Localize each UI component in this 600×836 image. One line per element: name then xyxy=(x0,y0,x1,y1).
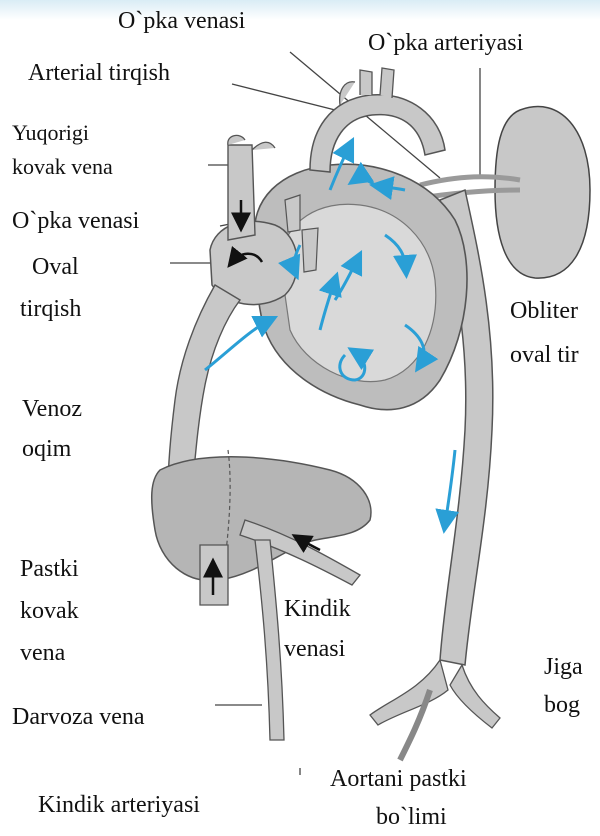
label-opka-venasi-top: O`pka venasi xyxy=(118,4,245,38)
label-bog: bog xyxy=(544,688,600,722)
umbilical-artery xyxy=(255,540,284,740)
superior-vena-cava xyxy=(228,145,255,240)
label-kindik: Kindik xyxy=(284,592,351,626)
label-jiga: Jiga xyxy=(544,650,600,684)
label-kovak-vena-upper: kovak vena xyxy=(12,152,113,182)
label-oval: Oval xyxy=(32,250,79,284)
label-tirqish: tirqish xyxy=(20,292,81,326)
label-oval-tir: oval tir xyxy=(510,338,600,372)
label-obliter: Obliter xyxy=(510,294,600,328)
label-venoz: Venoz xyxy=(22,392,82,426)
label-aortani-pastki: Aortani pastki xyxy=(330,762,467,796)
label-oqim: oqim xyxy=(22,432,71,466)
aortic-arch xyxy=(310,95,445,172)
label-venasi: venasi xyxy=(284,632,345,666)
label-bolimi: bo`limi xyxy=(376,800,447,834)
label-pastki: Pastki xyxy=(20,552,79,586)
label-opka-arteriyasi: O`pka arteriyasi xyxy=(368,26,523,60)
label-arterial-tirqish: Arterial tirqish xyxy=(28,56,170,90)
label-vena: vena xyxy=(20,636,65,670)
label-kindik-arteriyasi: Kindik arteriyasi xyxy=(38,788,200,822)
label-kovak: kovak xyxy=(20,594,79,628)
label-darvoza-vena: Darvoza vena xyxy=(12,700,145,734)
label-opka-venasi-left: O`pka venasi xyxy=(12,204,139,238)
label-yuqorigi: Yuqorigi xyxy=(12,118,89,148)
